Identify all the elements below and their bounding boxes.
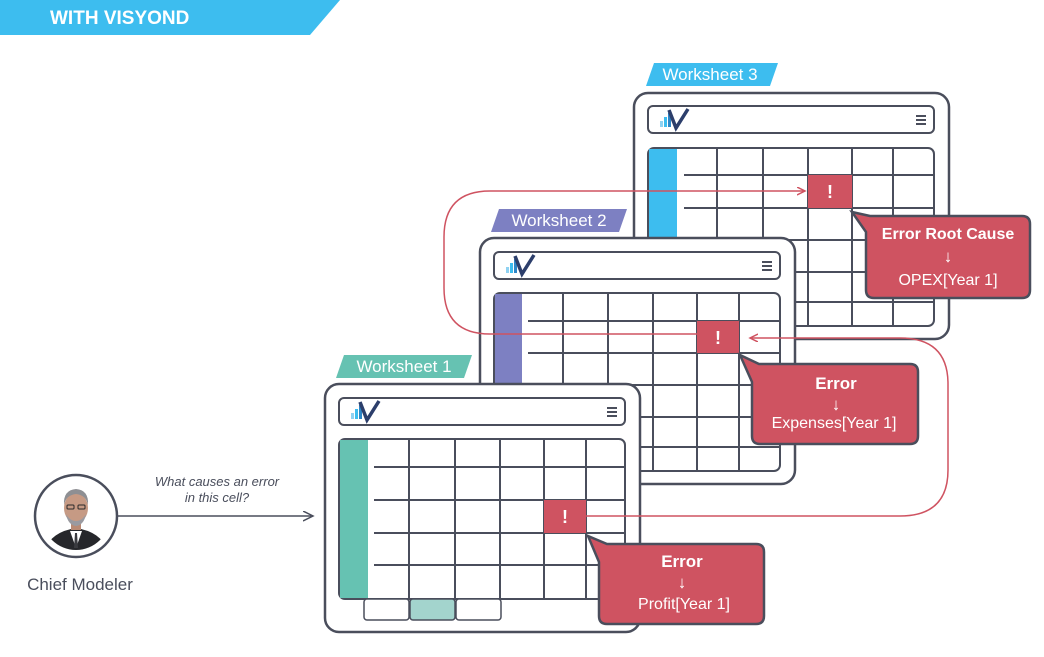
banner-background — [0, 0, 340, 35]
banner: WITH VISYOND — [0, 0, 340, 35]
worksheet-1-tab-label: Worksheet 1 — [356, 357, 451, 376]
worksheet-3-error-marker: ! — [827, 182, 833, 202]
callout-root-cause-title: Error Root Cause — [882, 226, 1015, 243]
callout-expenses-arrow: ↓ — [832, 395, 841, 414]
worksheet-1-error-marker: ! — [562, 507, 568, 527]
worksheet-1-toolbar — [338, 397, 626, 426]
visyond-logo-icon — [351, 400, 381, 424]
avatar — [42, 482, 110, 550]
question: What causes an error in this cell? — [118, 474, 313, 516]
sheet-tab[interactable] — [363, 598, 410, 621]
callout-profit-title: Error — [661, 552, 703, 571]
worksheet-2-tab-label: Worksheet 2 — [511, 211, 606, 230]
worksheet-3-error-cell[interactable] — [808, 175, 852, 208]
worksheet-2-tab — [491, 209, 627, 232]
sheet-tab[interactable] — [455, 598, 502, 621]
callout-root-cause-value: OPEX[Year 1] — [898, 272, 997, 289]
callout-profit-arrow: ↓ — [678, 573, 687, 592]
callout-expenses: Error ↓ Expenses[Year 1] — [737, 352, 920, 446]
worksheet-3-tab-label: Worksheet 3 — [662, 65, 757, 84]
callout-profit: Error ↓ Profit[Year 1] — [585, 533, 766, 626]
worksheet-1-error-cell[interactable] — [544, 500, 586, 533]
visyond-logo-icon — [660, 108, 690, 132]
worksheet-3-toolbar — [647, 105, 935, 134]
callout-expenses-value: Expenses[Year 1] — [772, 415, 897, 432]
trace-arrow-sheet2-to-sheet3 — [443, 191, 805, 335]
worksheet-1-tab — [336, 355, 472, 378]
callout-profit-bubble — [585, 533, 766, 626]
sheet-tab-active[interactable] — [409, 598, 456, 621]
worksheet-2-error-cell[interactable] — [697, 321, 739, 353]
worksheet-2-toolbar — [493, 251, 781, 280]
worksheet-1: Worksheet 1 — [323, 355, 642, 634]
chief-modeler: Chief Modeler — [27, 473, 133, 594]
callout-root-cause: Error Root Cause ↓ OPEX[Year 1] — [849, 210, 1032, 300]
callout-root-cause-arrow: ↓ — [944, 247, 953, 266]
callout-expenses-bubble — [737, 352, 920, 446]
question-line-2: in this cell? — [185, 490, 250, 505]
hamburger-menu-icon[interactable] — [916, 115, 926, 125]
visyond-logo-icon — [506, 254, 536, 278]
worksheet-2-error-marker: ! — [715, 328, 721, 348]
hamburger-menu-icon[interactable] — [607, 407, 617, 417]
question-line-1: What causes an error — [155, 474, 280, 489]
worksheet-3-tab — [646, 63, 778, 86]
hamburger-menu-icon[interactable] — [762, 261, 772, 271]
chief-modeler-label: Chief Modeler — [27, 575, 133, 594]
callout-root-cause-bubble — [849, 210, 1032, 300]
worksheet-1-row-header — [340, 440, 368, 598]
worksheet-1-sheet-tabs — [363, 598, 502, 621]
trace-arrow-sheet1-to-sheet2 — [586, 338, 949, 517]
callout-expenses-title: Error — [815, 374, 857, 393]
callout-profit-value: Profit[Year 1] — [638, 596, 730, 613]
banner-title: WITH VISYOND — [50, 8, 189, 29]
